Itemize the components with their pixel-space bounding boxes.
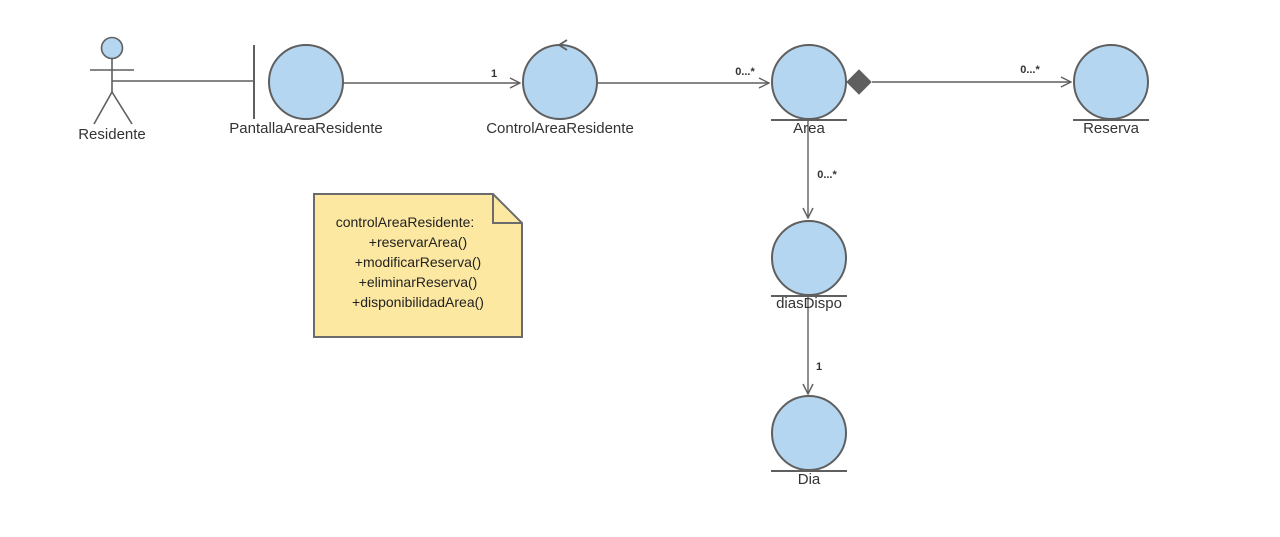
note-line: +modificarReserva() (355, 254, 481, 270)
entity-area[interactable]: Area (771, 44, 847, 137)
control-area-residente[interactable]: ControlAreaResidente (486, 39, 634, 137)
entity-label-area: Area (793, 120, 825, 137)
note-line: +eliminarReserva() (359, 274, 478, 290)
boundary-pantalla-area-residente[interactable]: PantallaAreaResidente (229, 44, 383, 137)
multiplicity-boundary-control: 1 (491, 68, 497, 80)
actor-label: Residente (78, 126, 146, 143)
multiplicity-diasdispo-dia: 1 (816, 361, 822, 373)
entity-label-dias-dispo: diasDispo (776, 295, 842, 312)
entity-icon (771, 220, 847, 297)
entity-icon (771, 395, 847, 472)
entity-dia[interactable]: Dia (771, 395, 847, 488)
note-title: controlAreaResidente: (336, 214, 475, 230)
entity-label-dia: Dia (798, 471, 821, 488)
note-icon (313, 193, 523, 338)
actor-icon (90, 36, 134, 125)
note-control-area-residente[interactable]: controlAreaResidente: +reservarArea() +m… (313, 193, 523, 338)
boundary-label: PantallaAreaResidente (229, 120, 382, 137)
actor-residente[interactable]: Residente (78, 36, 146, 144)
boundary-icon (253, 44, 344, 120)
note-line: +reservarArea() (369, 234, 467, 250)
entity-icon (771, 44, 847, 121)
entity-dias-dispo[interactable]: diasDispo (771, 220, 847, 312)
control-label: ControlAreaResidente (486, 120, 634, 137)
entity-reserva[interactable]: Reserva (1073, 44, 1149, 137)
composition-diamond-icon (846, 69, 872, 95)
multiplicity-area-diasdispo: 0...* (817, 169, 837, 181)
control-icon (522, 39, 598, 120)
multiplicity-area-reserva: 0...* (1020, 64, 1040, 76)
note-line: +disponibilidadArea() (352, 294, 484, 310)
entity-label-reserva: Reserva (1083, 120, 1140, 137)
multiplicity-control-area: 0...* (735, 66, 755, 78)
entity-icon (1073, 44, 1149, 121)
